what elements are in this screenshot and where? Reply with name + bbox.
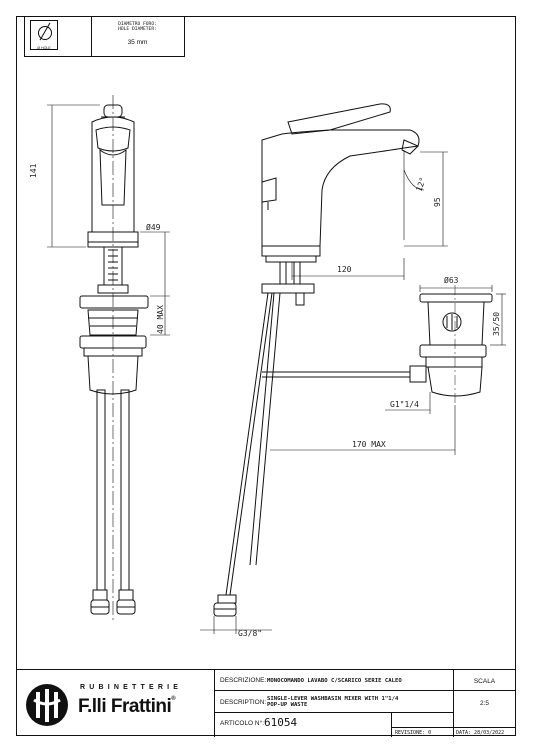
dim-141: 141 (29, 163, 38, 178)
waste-assembly (419, 285, 493, 405)
brand-top-text: RUBINETTERIE (80, 684, 183, 691)
frattini-logo-icon (26, 684, 68, 726)
dim-g3-8: G3/8" (238, 629, 262, 638)
title-block: RUBINETTERIE F.lli Frattini® DESCRIZIONE… (16, 669, 516, 737)
hole-diameter-box: Ø HOLE DIAMETRO FORO: HOLE DIAMETER: 35 … (24, 16, 185, 57)
descr-it-label: DESCRIZIONE: (220, 677, 267, 684)
brand-name-text: F.lli Frattini (78, 696, 172, 717)
brand-logo: RUBINETTERIE F.lli Frattini® (18, 680, 213, 730)
dim-170-max: 170 MAX (352, 440, 386, 449)
hole-diameter-value: 35 mm (127, 39, 148, 46)
hole-label-en: HOLE DIAMETER: (118, 27, 157, 33)
dim-dia-63: Ø63 (444, 275, 459, 285)
dim-dia-49: Ø49 (146, 222, 161, 232)
descr-en-label: DESCRIPTION: (220, 699, 267, 706)
dim-120: 120 (337, 265, 352, 274)
hole-diameter-labels: DIAMETRO FORO: HOLE DIAMETER: (91, 22, 184, 33)
dim-g1-1-4: G1"1/4 (390, 400, 419, 409)
dim-95: 95 (433, 197, 442, 207)
dim-40-max: 40 MAX (156, 305, 165, 334)
brand-name: F.lli Frattini® (78, 696, 176, 718)
hole-label-it: DIAMETRO FORO: (118, 22, 157, 27)
scale-value: 2:5 (479, 700, 490, 707)
date-label: DATA: 28/03/2022 (456, 730, 505, 736)
drawing-frame (16, 16, 516, 736)
descr-en-value-line2: POP-UP WASTE (267, 702, 308, 708)
descr-en-value-line1: SINGLE-LEVER WASHBASIN MIXER WITH 1"1/4 (267, 696, 399, 702)
article-label: ARTICOLO N°: (220, 720, 265, 727)
side-view (213, 103, 427, 617)
dim-angle-12: 12° (414, 176, 427, 193)
article-value: 61054 (264, 716, 298, 729)
scale-label: SCALA (473, 678, 496, 685)
dim-35-50: 35/50 (492, 312, 501, 336)
revision-label: REVISIONE: 0 (395, 730, 432, 736)
descr-it-value: MONOCOMANDO LAVABO C/SCARICO SERIE CALEO (267, 678, 402, 684)
brand-registered: ® (171, 696, 176, 702)
hole-symbol-icon (30, 20, 58, 50)
front-view (79, 95, 149, 620)
descr-en-value: SINGLE-LEVER WASHBASIN MIXER WITH 1"1/4 … (267, 696, 398, 708)
hole-symbol-label: Ø HOLE (37, 46, 51, 50)
